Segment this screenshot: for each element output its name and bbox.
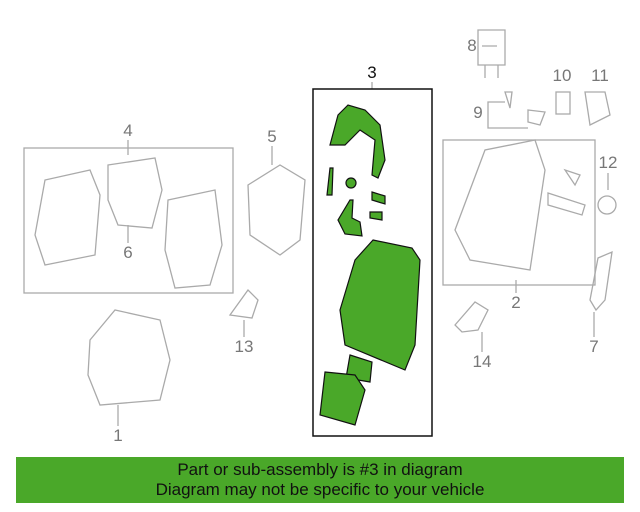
banner-line-2: Diagram may not be specific to your vehi…	[155, 480, 485, 499]
callout-9: 9	[473, 103, 483, 122]
seat-back-part	[164, 189, 223, 289]
banner-line-1: Part or sub-assembly is #3 in diagram	[177, 460, 463, 479]
callout-2: 2	[511, 293, 521, 312]
part-6	[107, 157, 163, 229]
callout-8: 8	[467, 36, 477, 55]
callout-11: 11	[591, 66, 609, 85]
part-10	[555, 91, 571, 115]
callout-7: 7	[589, 337, 599, 356]
callout-12: 12	[598, 153, 618, 172]
part-1	[87, 309, 171, 406]
callout-1: 1	[113, 426, 123, 445]
part-3-components	[319, 104, 421, 426]
callout-3: 3	[367, 63, 377, 82]
callout-6: 6	[123, 243, 133, 262]
part-8-headrest	[477, 29, 506, 78]
callout-14: 14	[472, 352, 492, 371]
part-14	[454, 301, 489, 333]
part-12	[597, 195, 617, 215]
part-11	[584, 91, 611, 126]
info-banner: Part or sub-assembly is #3 in diagram Di…	[16, 457, 624, 503]
bolts-right	[547, 168, 586, 216]
box-2	[442, 139, 596, 286]
seat-cushion-part	[34, 169, 101, 266]
part-9	[504, 91, 546, 126]
part-5	[247, 164, 306, 256]
part-13	[228, 288, 259, 319]
callout-13: 13	[234, 337, 254, 356]
box-4	[23, 147, 234, 294]
part-2-frame	[454, 139, 546, 271]
callout-5: 5	[267, 127, 277, 146]
callout-4: 4	[123, 121, 133, 140]
part-7	[589, 250, 613, 312]
callout-10: 10	[552, 66, 572, 85]
